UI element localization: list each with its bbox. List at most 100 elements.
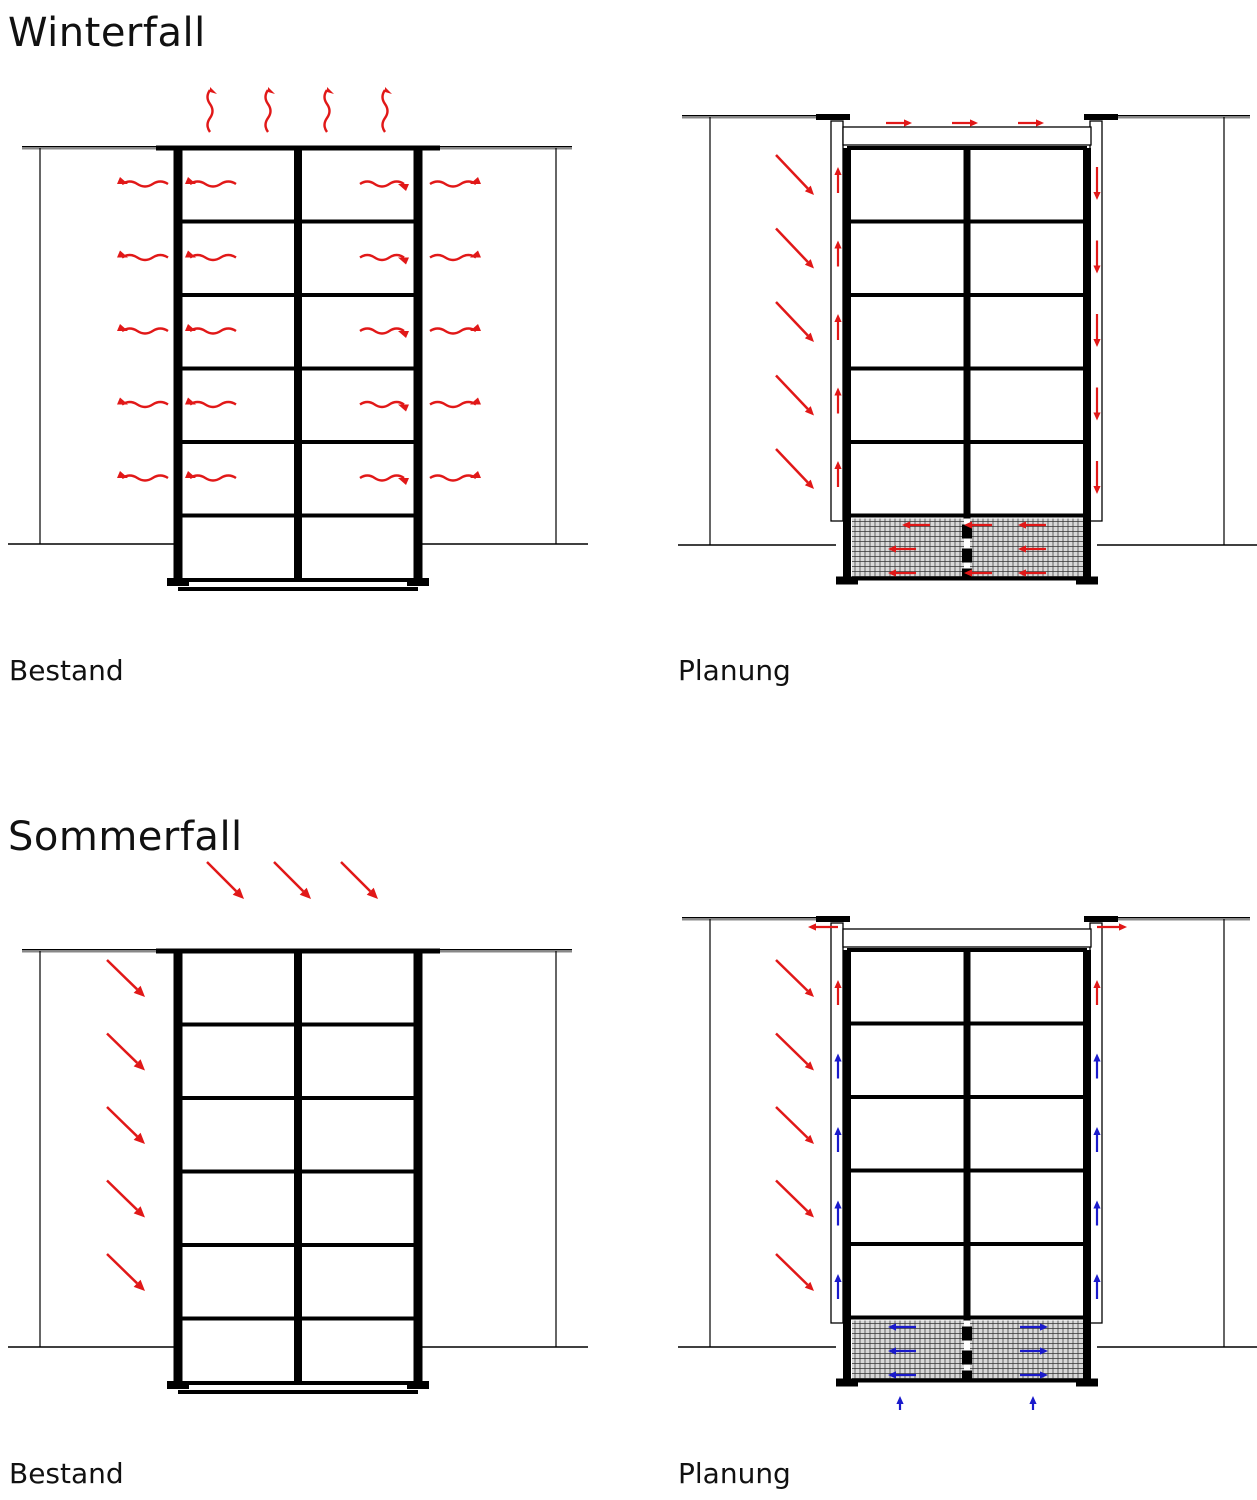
storage-air-arrow (888, 569, 916, 577)
heat-loss-roof-arrow (323, 87, 334, 133)
air-up-arrow-right (1093, 980, 1101, 1005)
warm-air-up-arrow (834, 240, 842, 267)
roof-duct (842, 928, 1092, 948)
core-block (962, 1326, 972, 1341)
warm-air-down-arrow (1093, 314, 1101, 347)
storage-air-arrow (1018, 521, 1046, 529)
warm-air-up-arrow (834, 314, 842, 340)
solar-radiation-facade-arrow (106, 1253, 145, 1291)
heat-loss-outer-arrow-left (117, 397, 169, 409)
winter-planung-label: Planung (678, 654, 791, 687)
heat-loss-inner-arrow-right (359, 400, 409, 412)
core-block (962, 1350, 972, 1365)
heat-loss-inner-arrow-left (185, 471, 237, 482)
air-up-arrow-right (1093, 1053, 1101, 1079)
storage-air-arrow (902, 521, 930, 529)
solar-radiation-facade-arrow (106, 959, 145, 997)
heat-loss-inner-arrow-right (359, 474, 409, 485)
shell-cap-left (816, 114, 850, 120)
roof-duct-air-arrow (1018, 119, 1044, 127)
solar-radiation-facade-arrow (106, 1179, 145, 1218)
footing-right (1076, 1378, 1098, 1387)
heat-loss-outer-arrow-right (429, 397, 481, 409)
solar-radiation-arrow (775, 448, 814, 489)
winter-title: Winterfall (8, 10, 206, 56)
heat-loss-outer-arrow-right (429, 324, 481, 335)
summer-planung-diagram (678, 916, 1257, 1410)
heat-loss-inner-arrow-left (185, 397, 237, 409)
air-up-arrow-right (1093, 1200, 1101, 1226)
warm-air-down-arrow (1093, 240, 1101, 274)
footing-left (167, 578, 189, 586)
cool-storage-air-arrow (888, 1323, 916, 1331)
air-up-arrow-left (834, 1274, 842, 1299)
storage-air-arrow (888, 545, 916, 553)
fresh-air-intake-arrow (1029, 1396, 1037, 1410)
roof-duct-air-arrow (952, 119, 978, 127)
core-block (962, 548, 972, 563)
warm-air-up-arrow (834, 167, 842, 193)
footing-right (1076, 576, 1098, 585)
footing-left (836, 1378, 858, 1387)
core-block (962, 524, 972, 539)
solar-radiation-arrow (775, 301, 814, 342)
solar-radiation-facade-arrow (106, 1106, 145, 1144)
air-up-arrow-left (834, 980, 842, 1005)
warm-air-down-arrow (1093, 167, 1101, 200)
heat-loss-outer-arrow-left (117, 324, 169, 335)
summer-bestand-label: Bestand (9, 1457, 124, 1490)
exhaust-air-arrow-left (808, 923, 838, 931)
heat-loss-outer-arrow-left (117, 250, 169, 262)
solar-radiation-roof-arrow (273, 861, 311, 899)
heat-loss-outer-arrow-right (429, 177, 481, 188)
cool-storage-air-arrow (1020, 1371, 1048, 1379)
solar-radiation-arrow (775, 1179, 814, 1218)
solar-radiation-arrow (775, 374, 814, 416)
air-up-arrow-right (1093, 1127, 1101, 1152)
heat-loss-outer-arrow-right (429, 471, 481, 482)
cool-storage-air-arrow (888, 1371, 916, 1379)
storage-grid-left (852, 1320, 964, 1381)
core-block (962, 1370, 972, 1381)
heat-loss-inner-arrow-right (359, 180, 409, 191)
footing-right (407, 1381, 429, 1389)
footing-left (167, 1381, 189, 1389)
air-up-arrow-right (1093, 1274, 1101, 1299)
solar-radiation-arrow (775, 227, 814, 269)
solar-radiation-facade-arrow (106, 1032, 145, 1071)
summer-title: Sommerfall (8, 814, 243, 860)
winter-planung-diagram (678, 114, 1257, 585)
solar-radiation-roof-arrow (340, 861, 378, 899)
heat-loss-inner-arrow-right (359, 327, 409, 338)
solar-radiation-arrow (775, 1106, 814, 1144)
storage-air-arrow (1018, 569, 1046, 577)
heat-loss-roof-arrow (264, 87, 275, 133)
heat-loss-outer-arrow-right (429, 250, 481, 262)
solar-radiation-roof-arrow (206, 861, 244, 899)
summer-bestand-diagram (8, 861, 588, 1394)
fresh-air-intake-arrow (896, 1396, 904, 1410)
heat-loss-inner-arrow-left (185, 250, 237, 262)
footing-left (836, 576, 858, 585)
heat-loss-inner-arrow-left (185, 177, 237, 188)
roof-duct (842, 126, 1092, 146)
footing-right (407, 578, 429, 586)
heat-loss-outer-arrow-left (117, 177, 169, 188)
storage-air-arrow (1018, 545, 1046, 553)
heat-loss-roof-arrow (381, 87, 392, 133)
shell-cap-right (1084, 916, 1118, 922)
cool-storage-air-arrow (1020, 1323, 1048, 1331)
air-up-arrow-left (834, 1127, 842, 1152)
air-up-arrow-left (834, 1200, 842, 1226)
heat-loss-inner-arrow-right (359, 253, 409, 265)
solar-radiation-arrow (775, 959, 814, 997)
air-up-arrow-left (834, 1053, 842, 1079)
warm-air-up-arrow (834, 461, 842, 487)
winter-bestand-diagram (8, 87, 588, 591)
storage-air-arrow (964, 521, 992, 529)
warm-air-up-arrow (834, 387, 842, 414)
summer-planung-label: Planung (678, 1457, 791, 1490)
heat-loss-roof-arrow (206, 87, 217, 133)
solar-radiation-arrow (775, 1253, 814, 1291)
heat-loss-inner-arrow-left (185, 324, 237, 335)
